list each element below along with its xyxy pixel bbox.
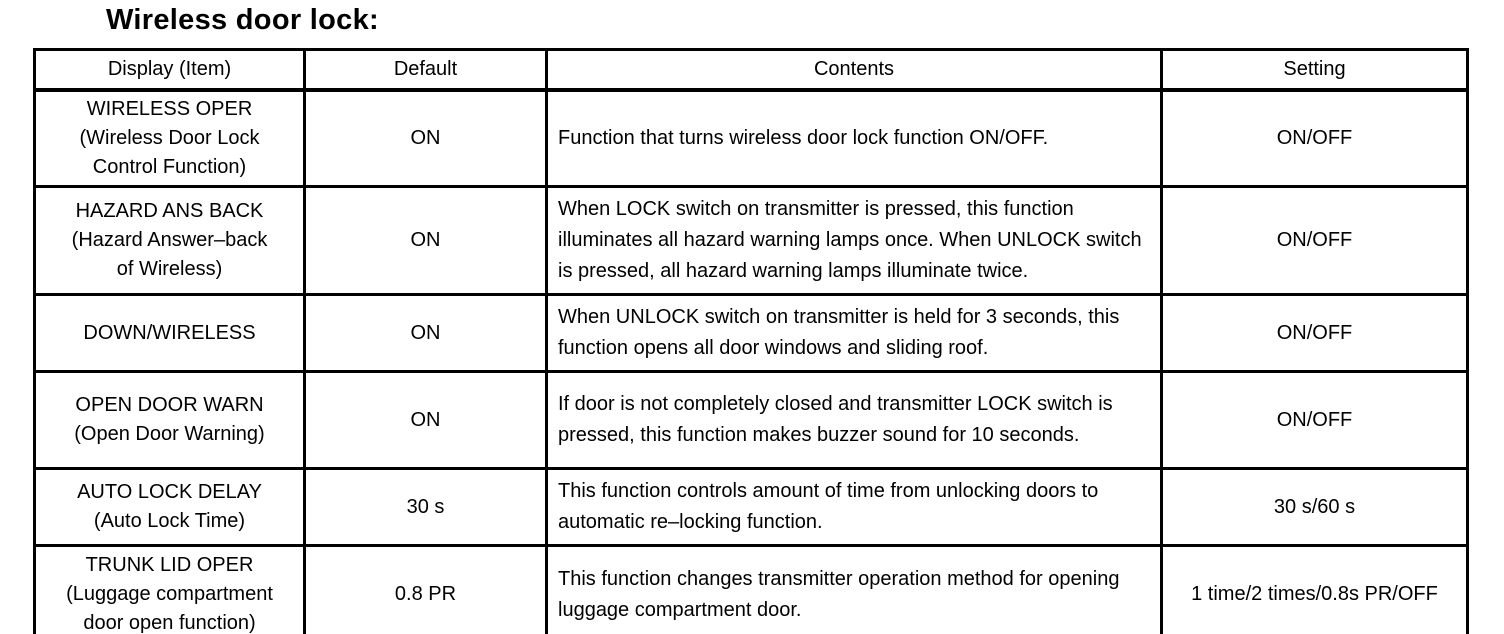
cell-contents: When LOCK switch on transmitter is press… xyxy=(545,185,1163,296)
cell-default: 30 s xyxy=(303,467,548,547)
cell-setting: 30 s/60 s xyxy=(1160,467,1469,547)
table-row-auto-lock-delay: AUTO LOCK DELAY (Auto Lock Time) 30 s Th… xyxy=(33,467,1469,547)
col-header-setting: Setting xyxy=(1160,48,1469,92)
table-row-down-wireless: DOWN/WIRELESS ON When UNLOCK switch on t… xyxy=(33,293,1469,373)
cell-display-item: OPEN DOOR WARN (Open Door Warning) xyxy=(33,370,306,470)
cell-setting: ON/OFF xyxy=(1160,370,1469,470)
cell-setting: ON/OFF xyxy=(1160,88,1469,188)
wireless-door-lock-table: Display (Item) Default Contents Setting … xyxy=(33,48,1469,634)
cell-default: 0.8 PR xyxy=(303,544,548,634)
cell-contents: If door is not completely closed and tra… xyxy=(545,370,1163,470)
table-header-row: Display (Item) Default Contents Setting xyxy=(33,48,1469,92)
cell-setting: ON/OFF xyxy=(1160,185,1469,296)
table-row-wireless-oper: WIRELESS OPER (Wireless Door Lock Contro… xyxy=(33,88,1469,188)
cell-default: ON xyxy=(303,293,548,373)
cell-contents: Function that turns wireless door lock f… xyxy=(545,88,1163,188)
page-title: Wireless door lock: xyxy=(106,4,379,36)
cell-default: ON xyxy=(303,370,548,470)
col-header-contents: Contents xyxy=(545,48,1163,92)
cell-contents: This function controls amount of time fr… xyxy=(545,467,1163,547)
table-row-open-door-warn: OPEN DOOR WARN (Open Door Warning) ON If… xyxy=(33,370,1469,470)
cell-contents: This function changes transmitter operat… xyxy=(545,544,1163,634)
cell-display-item: TRUNK LID OPER (Luggage compartment door… xyxy=(33,544,306,634)
cell-contents: When UNLOCK switch on transmitter is hel… xyxy=(545,293,1163,373)
table-row-trunk-lid-oper: TRUNK LID OPER (Luggage compartment door… xyxy=(33,544,1469,634)
cell-display-item: AUTO LOCK DELAY (Auto Lock Time) xyxy=(33,467,306,547)
col-header-display-item: Display (Item) xyxy=(33,48,306,92)
cell-setting: ON/OFF xyxy=(1160,293,1469,373)
cell-display-item: WIRELESS OPER (Wireless Door Lock Contro… xyxy=(33,88,306,188)
cell-default: ON xyxy=(303,185,548,296)
cell-display-item: HAZARD ANS BACK (Hazard Answer–back of W… xyxy=(33,185,306,296)
cell-setting: 1 time/2 times/0.8s PR/OFF xyxy=(1160,544,1469,634)
col-header-default: Default xyxy=(303,48,548,92)
cell-display-item: DOWN/WIRELESS xyxy=(33,293,306,373)
cell-default: ON xyxy=(303,88,548,188)
table-row-hazard-ans-back: HAZARD ANS BACK (Hazard Answer–back of W… xyxy=(33,185,1469,296)
